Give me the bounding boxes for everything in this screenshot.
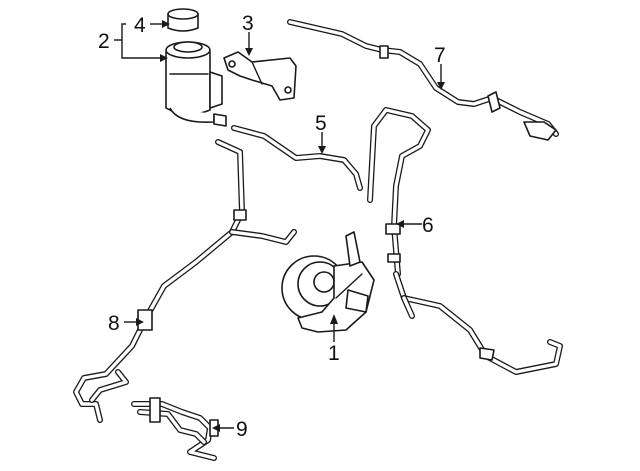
reservoir-group-leader	[114, 23, 168, 62]
bracket	[223, 51, 297, 101]
callout-3: 3	[242, 12, 254, 35]
callout-9: 9	[236, 418, 248, 441]
callout-8: 8	[108, 312, 120, 335]
reservoir	[165, 41, 227, 127]
callout-5: 5	[315, 112, 327, 135]
callout-leaders	[124, 20, 445, 432]
callout-2: 2	[98, 30, 110, 53]
callout-6: 6	[422, 214, 434, 237]
callout-1: 1	[328, 342, 340, 365]
cooler-line	[287, 19, 559, 141]
pressure-line	[73, 139, 297, 423]
pressure-hose	[367, 107, 563, 375]
callout-7: 7	[434, 44, 446, 67]
callout-4: 4	[134, 14, 146, 37]
reservoir-cap	[167, 8, 199, 32]
line-bracket	[131, 397, 219, 461]
steering-pump	[281, 231, 375, 333]
return-hose	[231, 125, 363, 191]
